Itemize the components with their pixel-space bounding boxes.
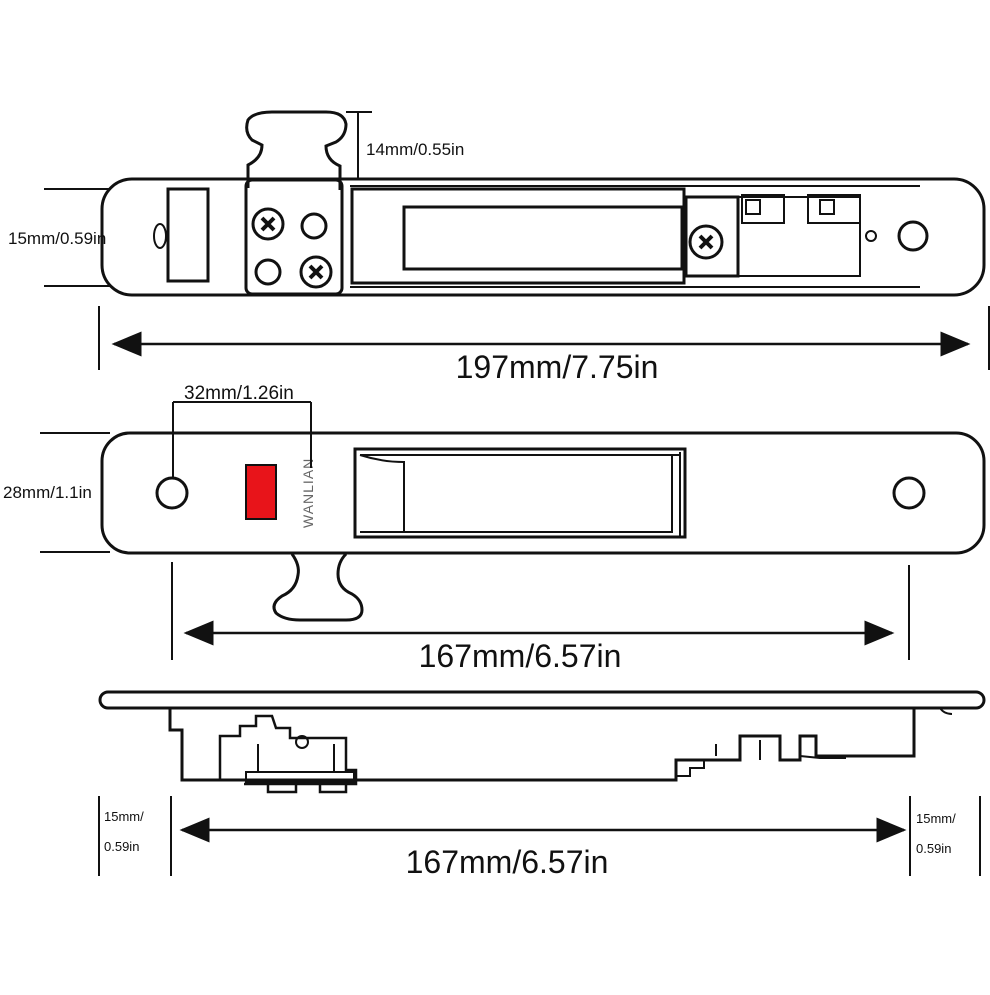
top-slot-frame xyxy=(350,187,686,285)
side-margin-dimensions xyxy=(98,796,981,876)
top-length-dimension xyxy=(98,306,990,370)
side-length-label: 167mm/6.57in xyxy=(406,844,609,880)
top-mech-hole-2 xyxy=(819,199,835,215)
top-slot xyxy=(402,205,684,271)
top-mech-tab-2 xyxy=(807,194,861,224)
middle-body-outline xyxy=(100,431,986,555)
top-mech-frame xyxy=(738,196,861,277)
left-margin-label-line2: 0.59in xyxy=(104,839,139,854)
left-margin-label-line1: 15mm/ xyxy=(104,809,144,824)
middle-length-dimension xyxy=(171,562,910,660)
screw-icon xyxy=(688,224,724,260)
top-plate-hole-1 xyxy=(300,212,328,240)
top-tab-height-label: 14mm/0.55in xyxy=(366,140,464,159)
middle-right-hole xyxy=(892,476,926,510)
middle-length-label: 167mm/6.57in xyxy=(419,638,622,674)
hole-offset-dimension xyxy=(172,401,312,478)
screw-icon xyxy=(299,255,333,289)
middle-width-label: 28mm/1.1in xyxy=(3,483,92,502)
brand-stamp: WANLIAN xyxy=(300,458,316,528)
tab-height-dimension xyxy=(346,111,372,180)
top-tab xyxy=(245,110,348,190)
middle-handle-inner xyxy=(360,454,673,533)
top-length-label: 197mm/7.75in xyxy=(456,349,659,385)
middle-view xyxy=(40,431,986,622)
top-screws xyxy=(251,207,724,289)
red-indicator xyxy=(245,464,277,520)
top-plate-hole-2 xyxy=(254,258,282,286)
right-margin-label-line1: 15mm/ xyxy=(916,811,956,826)
top-body-outline xyxy=(100,177,986,297)
middle-handle-curve xyxy=(359,454,405,532)
side-faceplate xyxy=(98,690,986,710)
top-width-label: 15mm/0.59in xyxy=(8,229,106,248)
top-right-hole xyxy=(897,220,929,252)
middle-left-hole xyxy=(155,476,189,510)
top-screw-plate xyxy=(244,178,344,296)
top-mech-hole-1 xyxy=(745,199,761,215)
top-small-hole xyxy=(865,230,877,242)
hole-offset-label: 32mm/1.26in xyxy=(184,383,294,404)
top-view xyxy=(44,110,986,297)
middle-bottom-tab xyxy=(272,552,364,622)
middle-handle-outline xyxy=(353,447,687,539)
side-view xyxy=(98,690,986,794)
top-mech-tab-1 xyxy=(741,194,785,224)
top-left-pin xyxy=(153,223,167,249)
side-mech-left xyxy=(218,714,358,786)
top-left-block xyxy=(166,187,210,283)
screw-icon xyxy=(251,207,285,241)
right-margin-label-line2: 0.59in xyxy=(916,841,951,856)
side-body xyxy=(168,708,916,782)
